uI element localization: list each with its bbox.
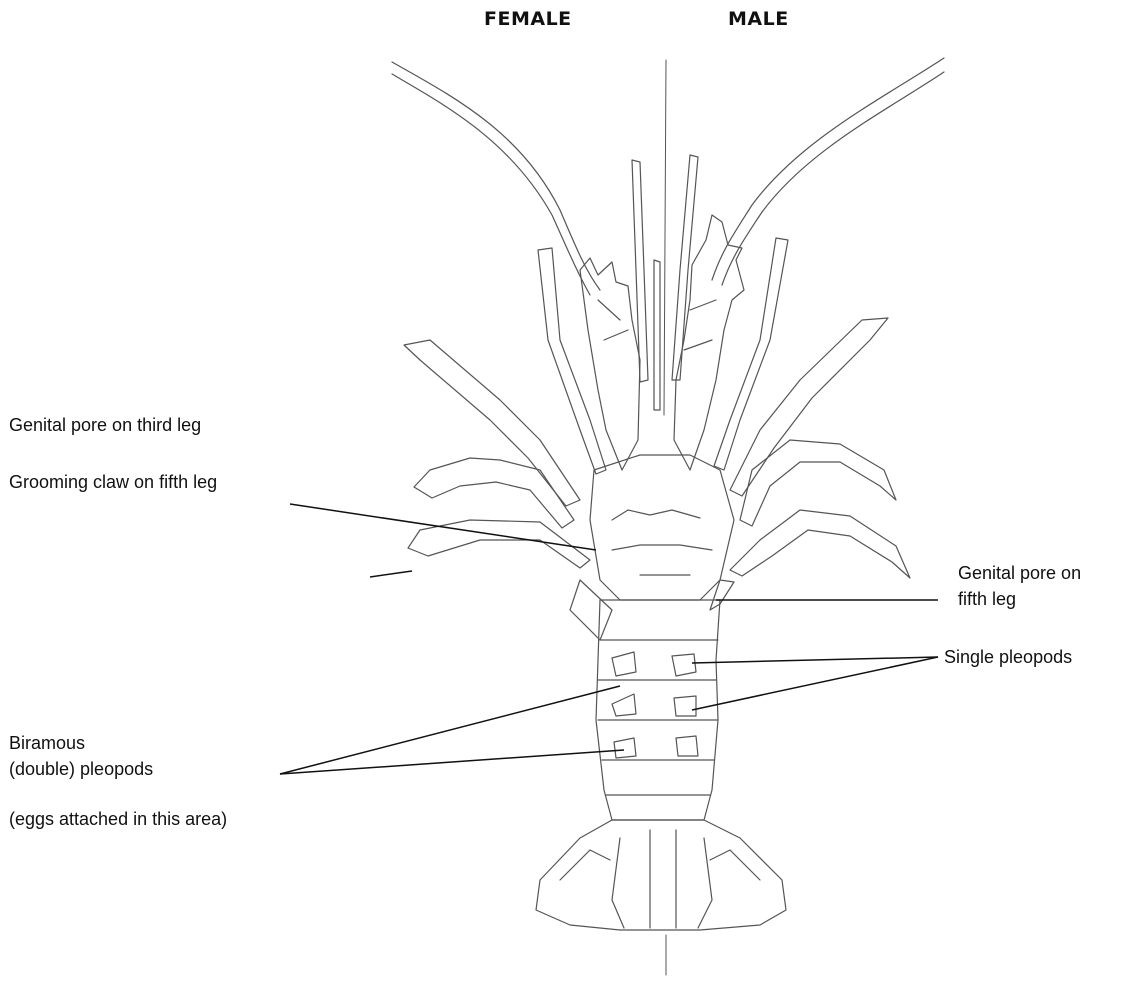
right-leg-3 xyxy=(740,440,896,526)
tail-fan xyxy=(536,820,786,930)
callout-biramous-2 xyxy=(280,750,624,774)
left-leg-1 xyxy=(538,248,606,474)
callout-single-pleopods-1 xyxy=(692,657,938,663)
left-leg-3 xyxy=(414,458,574,528)
left-leg-2 xyxy=(404,340,580,506)
sternum xyxy=(590,455,734,600)
right-leg-5 xyxy=(710,580,734,610)
right-antenna-base xyxy=(674,215,744,470)
right-antenna xyxy=(712,58,944,280)
left-leg-5 xyxy=(570,580,612,640)
right-leg-4 xyxy=(730,510,910,578)
lobster-drawing xyxy=(392,58,944,975)
callout-single-pleopods-2 xyxy=(692,657,938,710)
left-antenna-base xyxy=(580,258,640,470)
callout-lines xyxy=(280,504,938,774)
callout-biramous-1 xyxy=(280,686,620,774)
callout-grooming-claw-leg xyxy=(370,571,412,577)
left-antenna xyxy=(392,62,600,290)
right-leg-1 xyxy=(714,238,788,470)
pleopods xyxy=(612,652,698,758)
callout-grooming-claw xyxy=(290,504,596,550)
